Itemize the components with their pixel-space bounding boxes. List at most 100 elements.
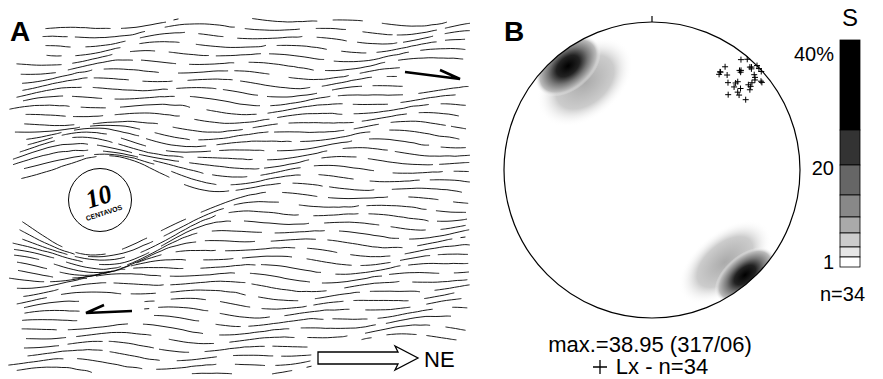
foliation-trace [88,241,153,256]
foliation-trace [205,241,255,242]
foliation-trace [219,329,289,335]
label: A [10,18,30,46]
foliation-trace [200,265,255,269]
foliation-trace [408,263,468,265]
foliation-trace [14,249,54,258]
foliation-trace [327,240,402,248]
scale-band [840,257,860,267]
foliation-trace [178,71,228,73]
foliation-trace [395,151,470,156]
foliation-trace [90,125,140,129]
foliation-trace [341,51,366,53]
foliation-trace [249,62,314,70]
foliation-trace [176,250,216,252]
foliation-trace [350,255,390,257]
foliation-trace [45,27,110,28]
foliation-trace [328,197,388,199]
foliation-trace [252,19,317,22]
foliation-trace [143,324,203,333]
lineation-cross [748,66,754,72]
shear-arrow [86,305,132,313]
foliation-trace [398,58,463,61]
foliation-trace [435,285,470,290]
foliation-trace [329,187,374,191]
foliation-trace [267,93,317,97]
scale-band [840,195,860,217]
label: B [504,18,524,46]
foliation-trace [339,231,399,238]
foliation-trace [400,256,430,261]
foliation-trace [235,364,265,365]
foliation-trace [62,132,107,135]
foliation-trace [77,359,142,369]
lineation-cross [725,80,731,86]
lineation-cross [736,92,742,98]
foliation-trace [322,77,372,86]
foliation-trace [26,132,61,139]
foliation-trace [22,70,92,83]
foliation-trace [335,266,400,275]
foliation-trace [343,148,388,150]
scale-band [840,233,860,247]
stereonet-primitive [504,22,800,318]
foliation-trace [389,130,459,139]
foliation-trace [446,327,466,330]
foliation-trace [216,54,261,56]
density-contours [520,19,787,320]
foliation-trace [277,113,342,117]
foliation-trace [205,346,265,351]
lineation-cross [744,56,750,62]
foliation-trace [17,367,92,372]
foliation-trace [139,42,179,44]
foliation-trace [392,188,462,192]
foliation-trace [184,184,229,191]
foliation-trace [270,96,330,105]
foliation-trace [252,284,327,292]
foliation-trace [8,359,63,365]
foliation-trace [274,130,344,132]
foliation-trace [236,183,281,190]
foliation-trace [363,32,393,35]
lineation-cross [754,63,760,69]
foliation-trace [441,104,466,106]
foliation-trace [261,168,301,176]
foliation-trace [166,151,211,153]
foliation-trace [122,238,147,249]
foliation-trace [307,248,337,252]
foliation-trace [223,90,258,96]
lineation-cross [758,78,764,84]
foliation-trace [391,227,426,230]
foliation-trace [245,29,300,31]
density-scale [840,40,860,267]
foliation-trace [189,63,234,65]
foliation-trace [190,96,260,105]
foliation-trace [219,149,264,151]
foliation-trace [354,300,409,301]
foliation-trace [405,245,470,254]
foliation-trace [169,52,209,56]
foliation-trace [420,49,465,51]
lineation-cross [735,79,741,85]
foliation-trace [20,230,75,255]
label: S [842,6,858,30]
foliation-trace [315,292,360,298]
foliation-trace [299,205,359,207]
foliation-trace [13,243,83,262]
foliation-trace [389,273,439,275]
foliation-trace [307,336,347,338]
foliation-trace [332,86,362,90]
foliation-trace [307,259,352,265]
foliation-trace [60,272,100,275]
foliation-trace [71,283,106,287]
foliation-trace [72,137,112,142]
foliation-trace [430,180,470,182]
label: 1 [823,252,834,272]
foliation-trace [231,175,301,185]
foliation-trace [23,289,58,296]
label: 40% [794,44,834,64]
foliation-trace [120,104,190,107]
foliation-trace [188,79,233,80]
foliation-trace [282,192,317,196]
foliation-trace [451,126,466,129]
